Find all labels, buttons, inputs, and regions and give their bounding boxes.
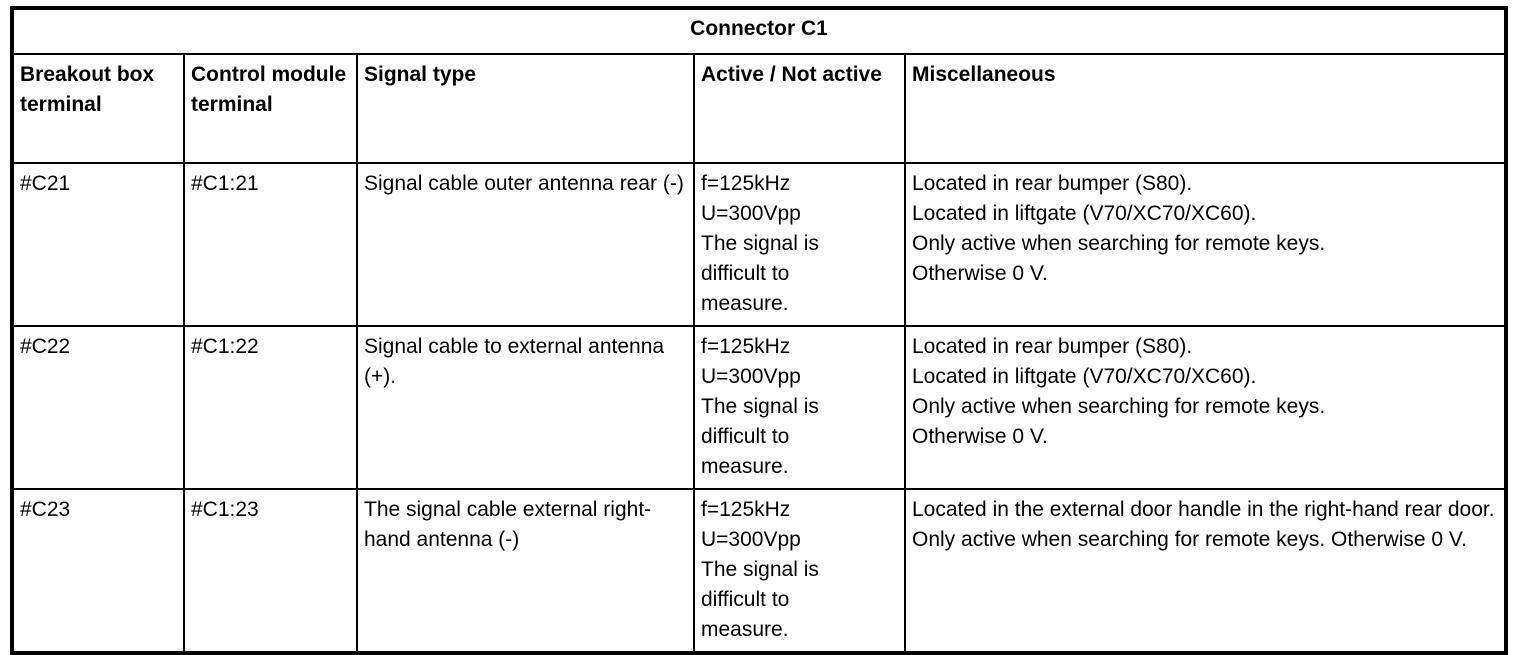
active-line: f=125kHz	[701, 172, 791, 195]
misc-line: Otherwise 0 V.	[912, 425, 1048, 448]
active-line: measure.	[701, 618, 789, 641]
active-line: measure.	[701, 292, 789, 315]
active-line: measure.	[701, 455, 789, 478]
table-row: #C23 #C1:23 The signal cable external ri…	[12, 488, 1507, 653]
misc-line: Located in rear bumper (S80).	[912, 172, 1193, 195]
active-line: difficult to	[701, 262, 790, 285]
table-header-row: Breakout box terminal Control module ter…	[12, 53, 1507, 164]
cell-active-not-active: f=125kHz U=300Vpp The signal is difficul…	[693, 488, 906, 653]
table-row: #C22 #C1:22 Signal cable to external ant…	[12, 325, 1507, 490]
misc-line: Only active when searching for remote ke…	[912, 395, 1326, 418]
misc-line: Located in liftgate (V70/XC70/XC60).	[912, 365, 1257, 388]
active-line: f=125kHz	[701, 498, 791, 521]
connector-signal-table: Connector C1 Breakout box terminal Contr…	[10, 6, 1509, 655]
cell-signal-type: The signal cable external right-hand ant…	[356, 488, 695, 653]
cell-breakout-box-terminal: #C21	[12, 162, 185, 327]
cell-miscellaneous: Located in rear bumper (S80). Located in…	[903, 162, 1507, 327]
column-header-control-module-terminal: Control module terminal	[183, 53, 358, 164]
active-line: U=300Vpp	[701, 528, 801, 551]
active-line: The signal is	[701, 232, 819, 255]
cell-signal-type: Signal cable to external antenna (+).	[356, 325, 695, 490]
cell-signal-type: Signal cable outer antenna rear (-)	[356, 162, 695, 327]
active-line: The signal is	[701, 558, 819, 581]
active-line: f=125kHz	[701, 335, 791, 358]
column-header-active-not-active: Active / Not active	[693, 53, 906, 164]
active-line: difficult to	[701, 588, 790, 611]
misc-line: Located in rear bumper (S80).	[912, 335, 1193, 358]
cell-breakout-box-terminal: #C23	[12, 488, 185, 653]
column-header-breakout-box-terminal: Breakout box terminal	[12, 53, 185, 164]
table-row: #C21 #C1:21 Signal cable outer antenna r…	[12, 162, 1507, 327]
active-line: The signal is	[701, 395, 819, 418]
cell-active-not-active: f=125kHz U=300Vpp The signal is difficul…	[693, 162, 906, 327]
cell-control-module-terminal: #C1:23	[183, 488, 358, 653]
cell-breakout-box-terminal: #C22	[12, 325, 185, 490]
active-line: U=300Vpp	[701, 365, 801, 388]
cell-miscellaneous: Located in the external door handle in t…	[903, 488, 1507, 653]
table-title: Connector C1	[12, 8, 1507, 55]
active-line: U=300Vpp	[701, 202, 801, 225]
cell-active-not-active: f=125kHz U=300Vpp The signal is difficul…	[693, 325, 906, 490]
column-header-signal-type: Signal type	[356, 53, 695, 164]
table-title-row: Connector C1	[12, 8, 1507, 55]
cell-control-module-terminal: #C1:21	[183, 162, 358, 327]
misc-line: Located in liftgate (V70/XC70/XC60).	[912, 202, 1257, 225]
cell-miscellaneous: Located in rear bumper (S80). Located in…	[903, 325, 1507, 490]
column-header-miscellaneous: Miscellaneous	[903, 53, 1507, 164]
misc-line: Located in the external door handle in t…	[912, 498, 1495, 551]
cell-control-module-terminal: #C1:22	[183, 325, 358, 490]
misc-line: Only active when searching for remote ke…	[912, 232, 1326, 255]
misc-line: Otherwise 0 V.	[912, 262, 1048, 285]
active-line: difficult to	[701, 425, 790, 448]
